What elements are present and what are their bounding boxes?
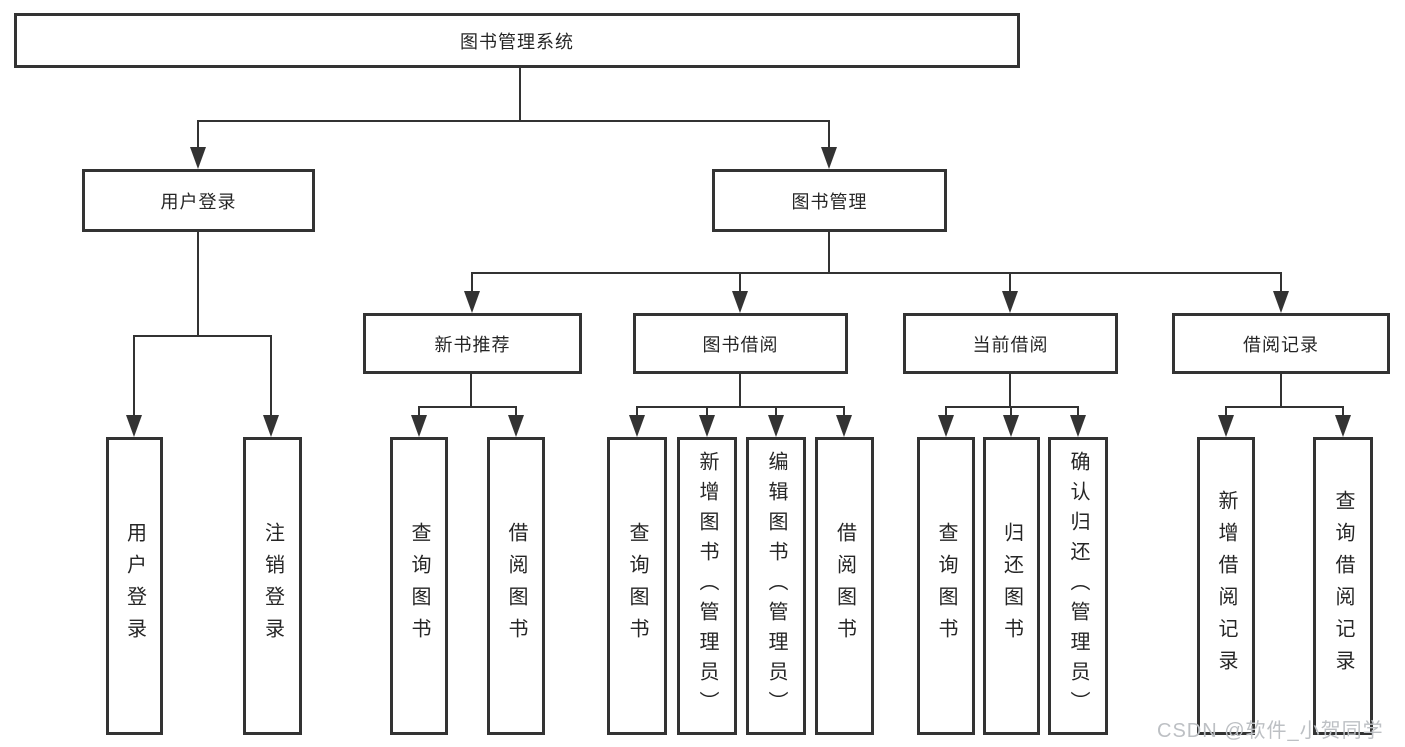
arrowhead-down-icon (732, 291, 748, 313)
leaf-borrow-books-borrow: 借阅图书 (815, 437, 874, 735)
connector-line (418, 406, 517, 408)
connector-line (739, 272, 741, 295)
connector-line (775, 406, 777, 418)
node-book-management: 图书管理 (712, 169, 947, 232)
connector-line (515, 406, 517, 418)
connector-line (470, 374, 472, 408)
node-label: 图书管理系统 (460, 31, 574, 52)
connector-line (418, 406, 420, 418)
leaf-logout: 注销登录 (243, 437, 302, 735)
watermark-text: CSDN @软件_小贺同学 (1157, 720, 1384, 742)
arrowhead-down-icon (1002, 291, 1018, 313)
node-label: 查询图书 (935, 522, 957, 650)
node-label: 归还图书 (1000, 522, 1023, 650)
connector-line (706, 406, 708, 418)
node-book-management-system: 图书管理系统 (14, 13, 1020, 68)
leaf-add-borrow-record: 新增借阅记录 (1197, 437, 1255, 735)
node-label: 查询借阅记录 (1332, 490, 1354, 682)
arrowhead-down-icon (411, 415, 427, 437)
node-label: 当前借阅 (972, 334, 1049, 355)
connector-line (197, 120, 199, 150)
connector-line (1280, 374, 1282, 408)
node-current-borrow: 当前借阅 (903, 313, 1118, 374)
arrowhead-down-icon (821, 147, 837, 169)
leaf-confirm-return-admin: 确认归还（管理员） (1048, 437, 1108, 735)
arrowhead-down-icon (1218, 415, 1234, 437)
connector-line (1009, 374, 1011, 408)
connector-line (636, 406, 638, 418)
node-label: 编辑图书（管理员） (765, 451, 787, 721)
connector-line (197, 232, 199, 337)
connector-line (133, 335, 272, 337)
connector-line (471, 272, 1282, 274)
connector-line (828, 232, 830, 274)
arrowhead-down-icon (938, 415, 954, 437)
node-label: 图书借阅 (702, 334, 779, 355)
connector-line (1009, 272, 1011, 295)
arrowhead-down-icon (126, 415, 142, 437)
leaf-query-books-recommend: 查询图书 (390, 437, 448, 735)
connector-line (1010, 406, 1012, 418)
connector-line (270, 335, 272, 419)
connector-line (843, 406, 845, 418)
leaf-query-borrow-record: 查询借阅记录 (1313, 437, 1373, 735)
node-label: 确认归还（管理员） (1067, 451, 1089, 721)
node-label: 新增图书（管理员） (696, 451, 718, 721)
connector-line (471, 272, 473, 295)
connector-line (1077, 406, 1079, 418)
connector-line (133, 335, 135, 419)
node-label: 借阅图书 (833, 522, 856, 650)
arrowhead-down-icon (1335, 415, 1351, 437)
arrowhead-down-icon (768, 415, 784, 437)
arrowhead-down-icon (1273, 291, 1289, 313)
node-label: 查询图书 (408, 522, 430, 650)
node-book-borrow: 图书借阅 (633, 313, 848, 374)
connector-line (945, 406, 947, 418)
node-borrow-records: 借阅记录 (1172, 313, 1390, 374)
leaf-user-login: 用户登录 (106, 437, 163, 735)
leaf-return-books: 归还图书 (983, 437, 1040, 735)
leaf-borrow-books-recommend: 借阅图书 (487, 437, 545, 735)
connector-line (945, 406, 1079, 408)
leaf-add-books-admin: 新增图书（管理员） (677, 437, 737, 735)
arrowhead-down-icon (836, 415, 852, 437)
connector-line (1225, 406, 1344, 408)
arrowhead-down-icon (263, 415, 279, 437)
node-label: 图书管理 (791, 191, 868, 212)
leaf-edit-books-admin: 编辑图书（管理员） (746, 437, 806, 735)
node-label: 查询图书 (626, 522, 648, 650)
connector-line (519, 66, 521, 122)
connector-line (739, 374, 741, 408)
connector-line (1342, 406, 1344, 418)
connector-line (636, 406, 845, 408)
arrowhead-down-icon (699, 415, 715, 437)
arrowhead-down-icon (1003, 415, 1019, 437)
node-label: 借阅图书 (505, 522, 527, 650)
connector-line (828, 120, 830, 150)
arrowhead-down-icon (508, 415, 524, 437)
leaf-query-books-borrow: 查询图书 (607, 437, 667, 735)
node-label: 用户登录 (160, 191, 237, 212)
node-label: 新增借阅记录 (1215, 490, 1237, 682)
connector-line (1280, 272, 1282, 295)
node-new-book-recommend: 新书推荐 (363, 313, 582, 374)
arrowhead-down-icon (464, 291, 480, 313)
node-label: 用户登录 (123, 522, 146, 650)
arrowhead-down-icon (1070, 415, 1086, 437)
connector-line (1225, 406, 1227, 418)
connector-line (197, 120, 830, 122)
leaf-query-books-current: 查询图书 (917, 437, 975, 735)
node-label: 注销登录 (261, 522, 284, 650)
arrowhead-down-icon (629, 415, 645, 437)
node-label: 借阅记录 (1243, 334, 1319, 355)
node-user-login-group: 用户登录 (82, 169, 315, 232)
arrowhead-down-icon (190, 147, 206, 169)
node-label: 新书推荐 (434, 334, 511, 355)
